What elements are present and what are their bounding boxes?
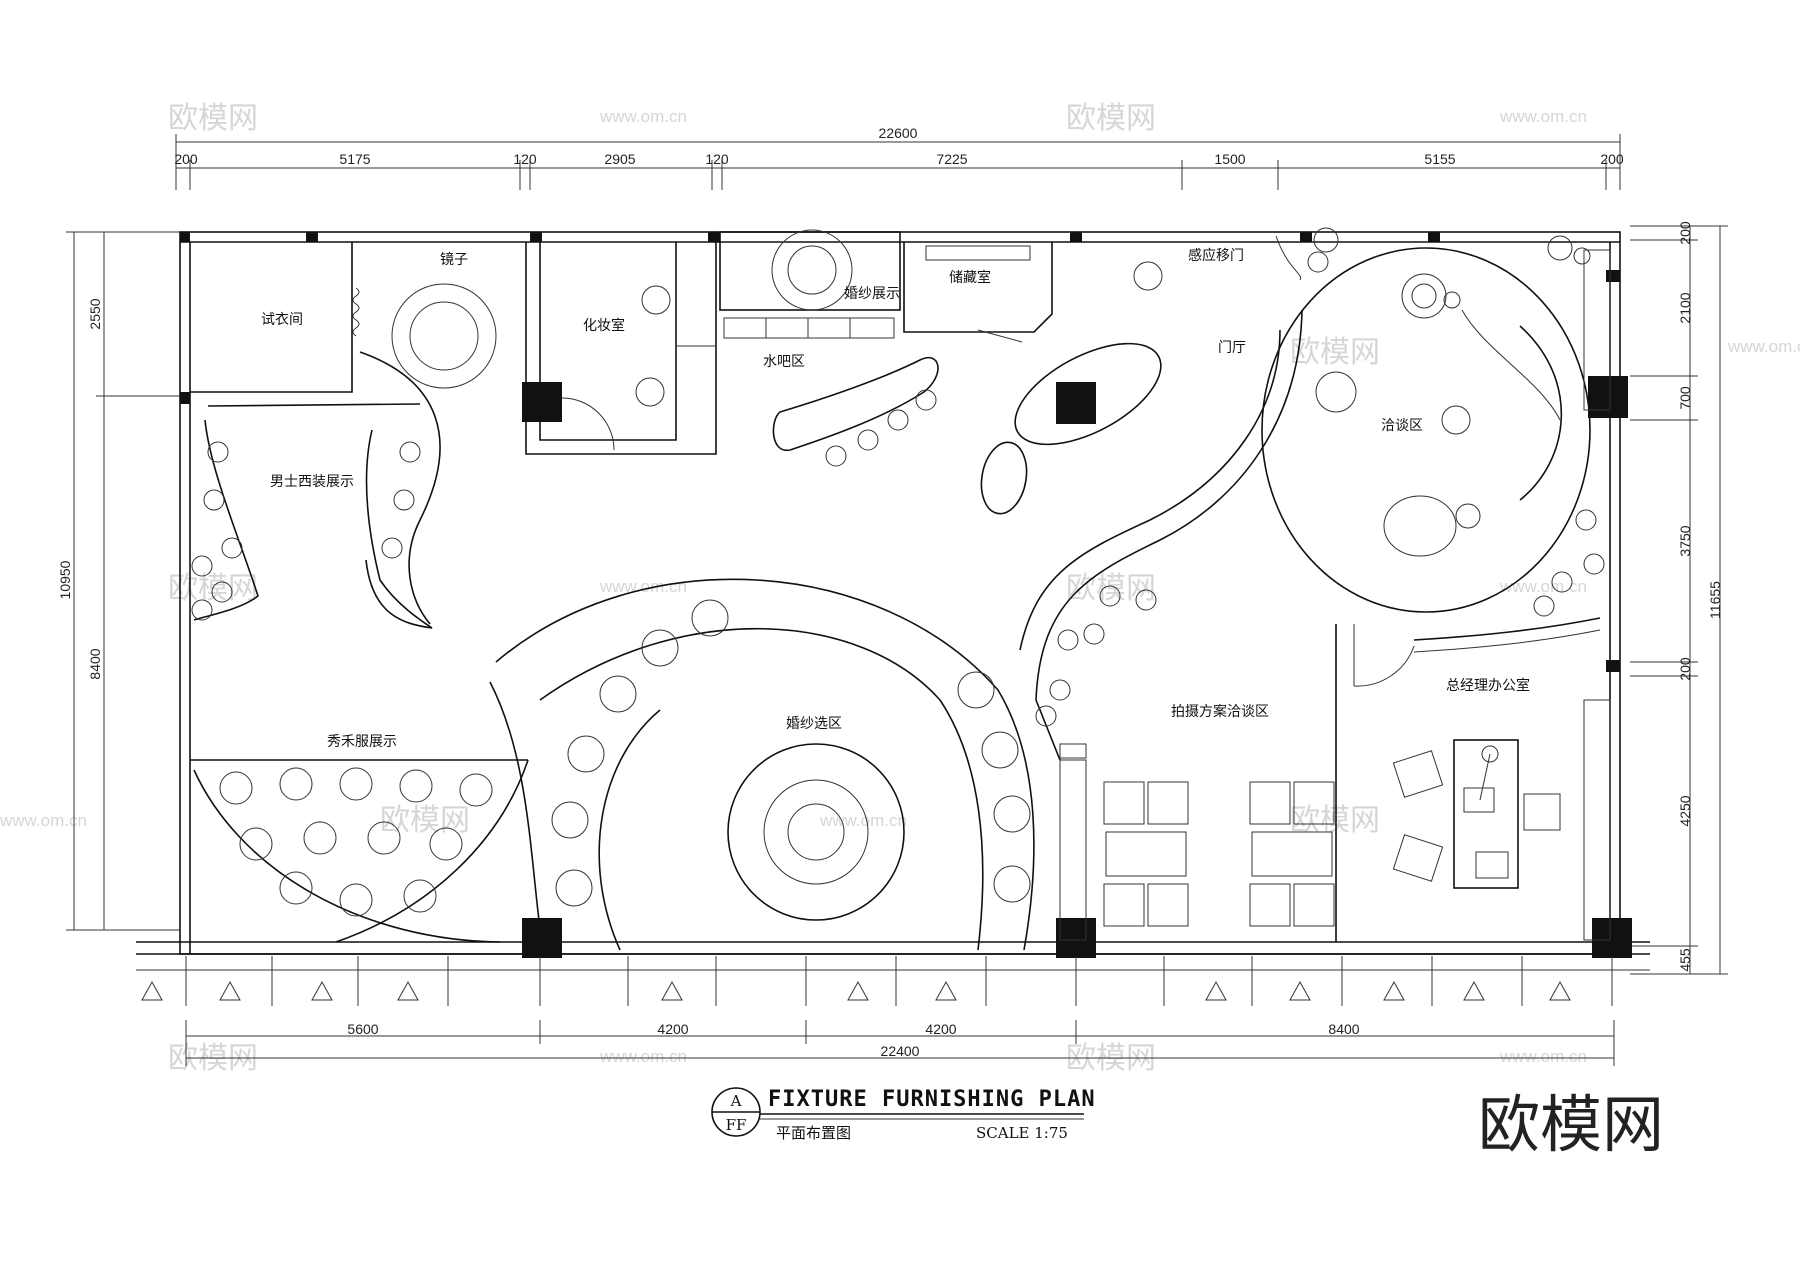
room-labels: 试衣间 镜子 化妆室 婚纱展示 储藏室 感应移门 水吧区 门厅 洽谈区 男士西装…: [261, 247, 1530, 750]
room-label-storage: 储藏室: [949, 269, 991, 286]
room-label-negotiation: 洽谈区: [1381, 418, 1423, 434]
drawing-subtitle: 平面布置图: [776, 1124, 851, 1142]
dim-top-seg: 2905: [604, 151, 635, 167]
room-label-makeup: 化妆室: [583, 317, 625, 334]
drawing-scale: SCALE 1:75: [976, 1124, 1068, 1142]
room-label-gm-office: 总经理办公室: [1446, 677, 1530, 694]
outer-walls: [136, 231, 1650, 971]
watermark-url: www.om.cn: [819, 811, 907, 830]
room-label-fitting: 试衣间: [261, 312, 303, 328]
room-label-sensor-door: 感应移门: [1188, 247, 1244, 264]
drawing-tag-top: A: [730, 1092, 742, 1110]
dim-bottom-seg: 5600: [347, 1021, 378, 1037]
dim-right-seg: 200: [1677, 657, 1693, 681]
watermark-url: www.om.cn: [599, 107, 687, 126]
dim-right-seg: 4250: [1677, 795, 1693, 826]
dim-bottom-seg: 4200: [657, 1021, 688, 1037]
dim-right-total: 11655: [1707, 581, 1723, 619]
dimension-left: 10950 2550 8400: [57, 231, 180, 931]
structural-columns: [180, 232, 1632, 958]
room-label-photo-plan: 拍摄方案洽谈区: [1171, 703, 1269, 720]
garment-racks: [203, 441, 1031, 917]
dimension-top: 22600 200 5175 120 2905 120 7225 1500 51…: [174, 125, 1624, 190]
dim-right-seg: 700: [1677, 386, 1693, 410]
watermark-logo: 欧模网: [1290, 803, 1380, 838]
drawing-title: FIXTURE FURNISHING PLAN: [768, 1087, 1096, 1112]
dimension-bottom: 5600 4200 4200 8400 22400: [185, 1020, 1615, 1066]
dim-top-seg: 7225: [936, 151, 967, 167]
dim-top-seg: 120: [513, 151, 537, 167]
room-label-mens-suit: 男士西装展示: [270, 474, 354, 490]
watermark-url: www.om.cn: [0, 811, 87, 830]
furniture: [391, 229, 1561, 927]
dim-right-seg: 200: [1677, 221, 1693, 245]
partitions: [190, 231, 1611, 951]
watermark-url: www.om.cn: [1499, 1047, 1587, 1066]
watermark-url: www.om.cn: [599, 577, 687, 596]
dim-right-seg: 3750: [1677, 525, 1693, 556]
room-label-gown-select: 婚纱选区: [786, 716, 842, 732]
room-label-lobby: 门厅: [1218, 340, 1246, 356]
dim-bottom-seg: 4200: [925, 1021, 956, 1037]
watermark-logo: 欧模网: [380, 803, 470, 838]
storefront-markers: [141, 956, 1613, 1006]
room-label-mirror: 镜子: [440, 252, 468, 268]
watermark-url: www.om.cn: [1499, 107, 1587, 126]
dim-right-seg: 2100: [1677, 292, 1693, 323]
dimension-right: 200 2100 700 3750 200 4250 455 11655: [1630, 221, 1728, 975]
dim-top-seg: 120: [705, 151, 729, 167]
watermark-url: www.om.cn: [599, 1047, 687, 1066]
title-block: A FF FIXTURE FURNISHING PLAN 平面布置图 SCALE…: [711, 1087, 1096, 1142]
plants: [191, 227, 1605, 727]
watermark-logo: 欧模网: [168, 101, 258, 136]
dim-bottom-seg: 8400: [1328, 1021, 1359, 1037]
dim-top-seg: 200: [174, 151, 198, 167]
dim-left-seg: 8400: [87, 648, 103, 679]
dim-top-total: 22600: [879, 125, 918, 141]
watermark-url: www.om.cn: [1727, 337, 1800, 356]
room-label-gown-display: 婚纱展示: [844, 286, 900, 302]
watermark-logo: 欧模网: [1290, 335, 1380, 370]
dim-bottom-total: 22400: [881, 1043, 920, 1059]
brand-logo-text: 欧模网: [1478, 1088, 1664, 1161]
dim-top-seg: 1500: [1214, 151, 1245, 167]
watermark-logo: 欧模网: [1066, 101, 1156, 136]
dim-top-seg: 200: [1600, 151, 1624, 167]
drawing-tag-bottom: FF: [726, 1116, 747, 1134]
room-label-water-bar: 水吧区: [763, 354, 805, 370]
dim-left-total: 10950: [57, 560, 73, 599]
dimension-top-ticks: [189, 160, 1607, 190]
room-label-xiuhe: 秀禾服展示: [327, 734, 397, 750]
dim-top-seg: 5155: [1424, 151, 1455, 167]
dim-top-seg: 5175: [339, 151, 370, 167]
watermark-url: www.om.cn: [1499, 577, 1587, 596]
dim-right-seg: 455: [1677, 948, 1693, 972]
dim-left-seg: 2550: [87, 298, 103, 329]
